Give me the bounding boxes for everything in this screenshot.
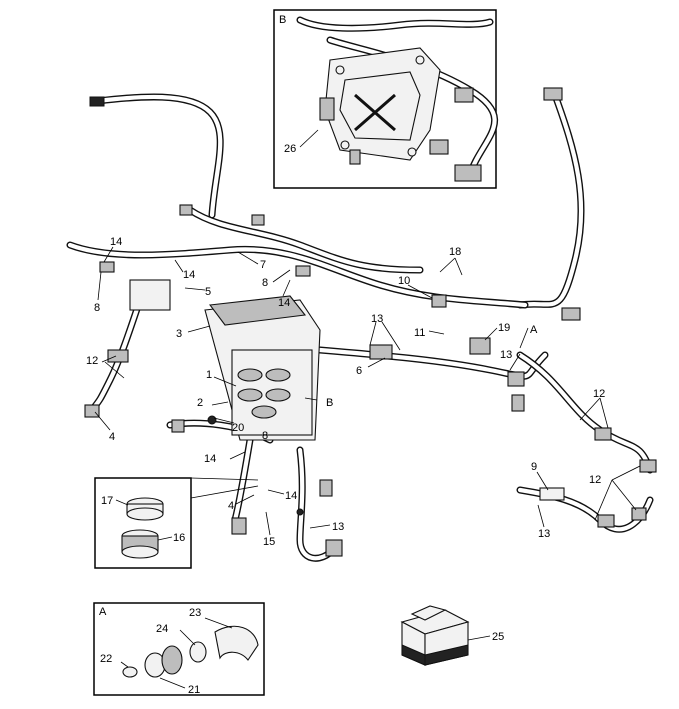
label-13-a: 13	[371, 313, 383, 325]
label-19: 19	[498, 322, 510, 334]
label-18: 18	[449, 246, 461, 258]
label-13-c: 13	[538, 528, 550, 540]
label-1: 1	[206, 369, 212, 381]
label-13-b: 13	[500, 349, 512, 361]
label-8-c: 8	[262, 277, 268, 289]
label-10: 10	[398, 275, 410, 287]
detail-a-title: A	[99, 606, 107, 618]
label-20: 20	[232, 422, 244, 434]
detail-b-inset: B 26	[273, 9, 498, 189]
harness-clips	[84, 204, 657, 557]
label-12-b: 12	[593, 388, 605, 400]
label-4-b: 4	[228, 500, 234, 512]
detail-a-inset: A	[93, 602, 265, 696]
detail-b-title: B	[279, 14, 286, 26]
label-14-c: 14	[204, 453, 216, 465]
label-14-e: 14	[285, 490, 297, 502]
label-7: 7	[260, 259, 266, 271]
upper-right-connector	[543, 87, 563, 101]
label-14-a: 14	[110, 236, 122, 248]
label-21: 21	[188, 684, 200, 696]
label-4-a: 4	[109, 431, 115, 443]
label-23: 23	[189, 607, 201, 619]
label-8-a: 8	[94, 302, 100, 314]
label-12-a: 12	[86, 355, 98, 367]
label-14-b: 14	[183, 269, 195, 281]
label-9: 9	[531, 461, 537, 473]
label-2: 2	[197, 397, 203, 409]
label-3: 3	[176, 328, 182, 340]
central-electrical-module	[204, 295, 321, 441]
main-leaders	[94, 246, 641, 536]
label-22: 22	[100, 653, 112, 665]
label-11: 11	[414, 327, 425, 339]
part-labels: 14 14 8 5 3 12 4 1 2 20 8 14 B 7 8 14 13…	[86, 236, 605, 696]
label-12-c: 12	[589, 474, 601, 486]
control-module-detail	[319, 47, 482, 182]
label-25: 25	[492, 631, 504, 643]
label-8-b: 8	[262, 430, 268, 442]
label-5: 5	[205, 286, 211, 298]
label-16: 16	[173, 532, 185, 544]
label-A: A	[530, 324, 538, 336]
label-15: 15	[263, 536, 275, 548]
label-26: 26	[284, 143, 296, 155]
kit-box-item-25	[400, 605, 491, 666]
label-13-d: 13	[332, 521, 344, 533]
label-B: B	[326, 397, 333, 409]
label-24: 24	[156, 623, 168, 635]
detail-16-17-inset	[94, 477, 259, 569]
label-17: 17	[101, 495, 113, 507]
label-14-d: 14	[278, 297, 290, 309]
label-6: 6	[356, 365, 362, 377]
upper-left-connector	[89, 96, 105, 107]
